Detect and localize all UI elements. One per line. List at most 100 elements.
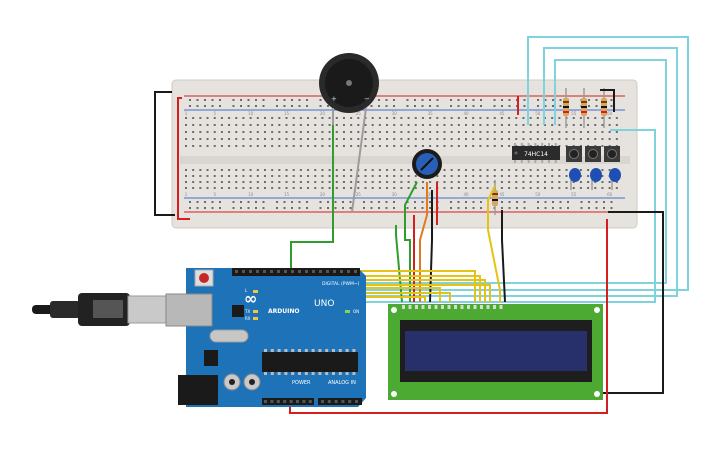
- rail-hole: [291, 105, 293, 107]
- chip-pin: [291, 372, 295, 375]
- breadboard-hole: [536, 181, 539, 183]
- resistor-4[interactable]: [492, 180, 498, 215]
- push-button-3[interactable]: [604, 146, 620, 162]
- rail-hole: [595, 105, 598, 107]
- resistors-top[interactable]: [563, 88, 615, 128]
- breadboard-hole: [457, 117, 460, 119]
- capacitor-1[interactable]: [569, 168, 581, 190]
- wire-black-right[interactable]: [600, 211, 664, 394]
- breadboard-hole: [529, 175, 532, 177]
- breadboard-hole: [529, 131, 532, 133]
- breadboard-hole: [594, 181, 597, 183]
- chip-pin: [264, 349, 267, 352]
- breadboard-hole: [536, 138, 539, 140]
- left-power-wires[interactable]: [154, 91, 190, 220]
- rail-hole: [544, 201, 547, 203]
- capacitors[interactable]: [569, 168, 621, 190]
- digital-pin: [242, 270, 245, 273]
- resistor-1[interactable]: [563, 88, 569, 128]
- resistor-2[interactable]: [581, 88, 587, 128]
- breadboard-hole: [565, 175, 568, 177]
- breadboard-hole: [314, 131, 317, 133]
- column-number: 5: [213, 111, 216, 116]
- breadboard-hole: [443, 175, 446, 177]
- wire-black-resistor[interactable]: [501, 210, 506, 303]
- breadboard-hole: [328, 131, 331, 133]
- breadboard-hole: [357, 187, 360, 189]
- breadboard-hole: [228, 117, 231, 119]
- rail-hole: [219, 207, 221, 209]
- usb-cable-icon[interactable]: [32, 293, 169, 326]
- push-button-2-cap[interactable]: [588, 149, 598, 159]
- breadboard-hole: [307, 124, 310, 126]
- wire-black-left[interactable]: [154, 91, 175, 216]
- arduino-reset-button[interactable]: [199, 273, 209, 283]
- rail-hole: [580, 201, 583, 203]
- rail-hole: [501, 105, 503, 107]
- digital-pin: [312, 270, 315, 273]
- breadboard-hole: [299, 117, 302, 119]
- wire-red-left[interactable]: [177, 97, 190, 220]
- breadboard-hole: [544, 169, 546, 171]
- breadboard-hole: [515, 181, 518, 183]
- push-buttons[interactable]: [566, 146, 620, 162]
- breadboard-hole: [486, 175, 489, 177]
- column-number: 45: [499, 192, 505, 197]
- rail-hole: [595, 99, 598, 101]
- breadboard-hole: [429, 117, 432, 119]
- breadboard-hole: [220, 117, 223, 119]
- lcd-pin: [493, 305, 496, 309]
- breadboard-hole: [235, 181, 238, 183]
- potentiometer[interactable]: [412, 149, 442, 179]
- cyan-wires[interactable]: [345, 36, 689, 303]
- wire-green-buzzer[interactable]: [290, 125, 334, 275]
- breadboard-hole: [500, 117, 503, 119]
- push-button-3-cap[interactable]: [607, 149, 617, 159]
- breadboard-hole: [357, 138, 360, 140]
- arduino-uno[interactable]: DIGITAL (PWM~) ∞ ARDUINO UNO L TX RX ON …: [165, 268, 366, 407]
- breadboard-hole: [536, 175, 539, 177]
- capacitor-3[interactable]: [609, 168, 621, 190]
- chip-pin: [520, 143, 523, 146]
- rail-hole: [480, 207, 482, 209]
- chip-pin: [548, 160, 550, 163]
- lcd-display[interactable]: [388, 304, 603, 400]
- breadboard-hole: [299, 138, 302, 140]
- column-number: 50: [535, 192, 541, 197]
- rail-hole: [385, 105, 388, 107]
- rail-hole: [378, 201, 380, 203]
- wire-cyan-3[interactable]: [345, 59, 667, 284]
- rail-hole: [610, 207, 613, 209]
- rail-hole: [457, 105, 460, 107]
- lcd-pin: [467, 305, 470, 309]
- breadboard-hole: [357, 145, 360, 147]
- breadboard-hole: [386, 124, 389, 126]
- power-pin: [270, 400, 274, 403]
- rail-hole: [523, 207, 526, 209]
- rail-hole: [255, 99, 257, 101]
- breadboard-hole: [486, 138, 489, 140]
- breadboard-hole: [443, 117, 446, 119]
- resistor-3[interactable]: [601, 88, 607, 128]
- breadboard-hole: [493, 124, 496, 126]
- rail-hole: [342, 201, 344, 203]
- wire-cyan-1[interactable]: [345, 36, 689, 291]
- wire-cyan-2[interactable]: [345, 47, 678, 297]
- capacitor-2[interactable]: [590, 168, 602, 190]
- breadboard-hole: [436, 175, 439, 177]
- resistor-4-band: [492, 193, 498, 195]
- push-button-1[interactable]: [566, 146, 582, 162]
- chip-74hc14[interactable]: 74HC14: [512, 143, 560, 163]
- push-button-2[interactable]: [585, 146, 601, 162]
- rail-hole: [465, 99, 467, 101]
- buzzer[interactable]: + −: [319, 53, 379, 213]
- rail-hole: [552, 207, 554, 209]
- wire-black-pot[interactable]: [429, 190, 433, 303]
- wire-green-pot[interactable]: [404, 181, 418, 302]
- chip-pin: [554, 143, 557, 146]
- push-button-1-cap[interactable]: [569, 149, 579, 159]
- wire-black-top-right[interactable]: [600, 89, 615, 112]
- breadboard-hole: [263, 187, 266, 189]
- wire-yellow-resistor[interactable]: [487, 185, 501, 302]
